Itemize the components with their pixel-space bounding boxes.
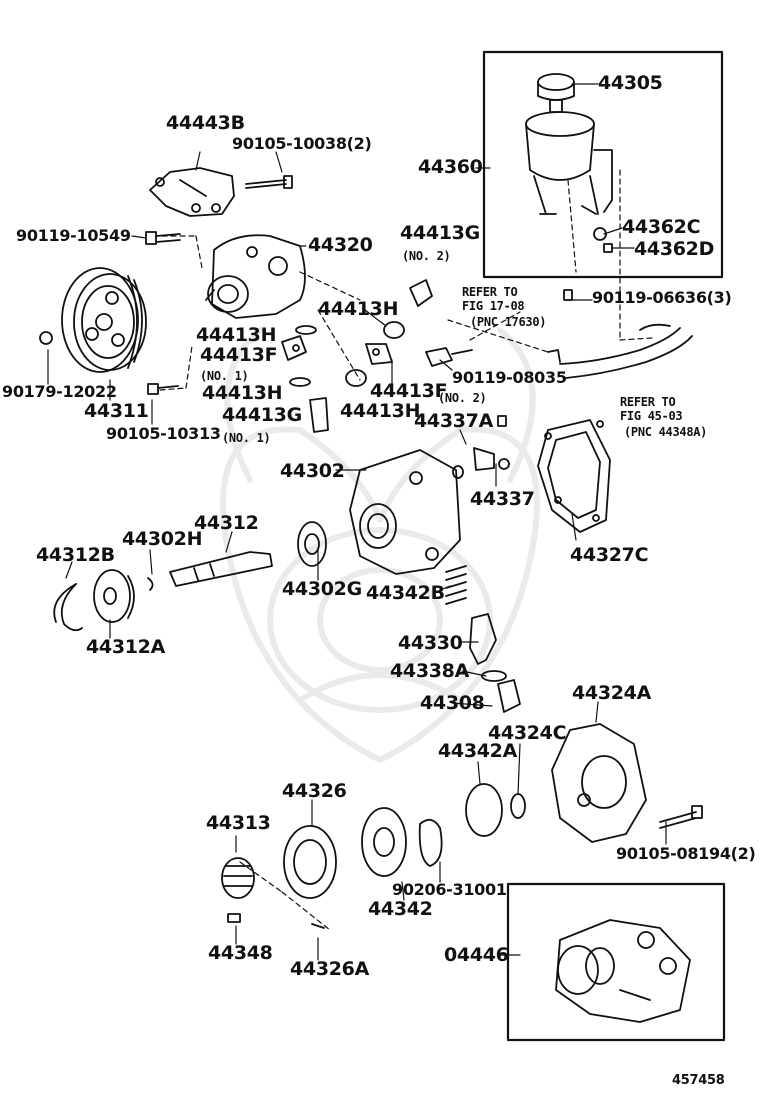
- part-label-44312: 44312: [194, 512, 259, 534]
- part-label-44342B: 44342B: [366, 582, 445, 604]
- part-label-44413H-c: 44413H: [202, 382, 283, 404]
- front-housing-drawing: [349, 449, 461, 575]
- nut-90179-12022-drawing: [39, 331, 53, 345]
- part-label-90105-10038: 90105-10038(2): [232, 134, 372, 153]
- part-label-44338A: 44338A: [390, 660, 470, 682]
- inlet-fitting-drawing: [452, 415, 510, 479]
- part-label-44362C: 44362C: [622, 216, 701, 238]
- part-label-90119-06636: 90119-06636(3): [592, 288, 732, 307]
- shaft-and-bearings-drawing: [53, 521, 327, 632]
- gasket-kit-drawing: [555, 919, 691, 1023]
- plate-44327C-drawing: [537, 419, 611, 533]
- part-label-44312B: 44312B: [36, 544, 115, 566]
- part-label-44337: 44337: [470, 488, 535, 510]
- refer-note-1-line1: REFER TO: [462, 285, 518, 299]
- part-label-44305: 44305: [598, 72, 663, 94]
- reservoir-tank-drawing: [525, 73, 613, 253]
- part-label-44324A: 44324A: [572, 682, 652, 704]
- note-no2-top: (NO. 2): [402, 249, 451, 263]
- part-label-44348: 44348: [208, 942, 273, 964]
- part-label-44337A: 44337A: [414, 410, 494, 432]
- part-label-90206-31001: 90206-31001: [392, 880, 507, 899]
- part-label-44413H-a: 44413H: [318, 298, 399, 320]
- union-fittings-drawing: [281, 279, 473, 433]
- part-label-44342: 44342: [368, 898, 433, 920]
- dashed-assembly-lines: [159, 169, 653, 931]
- refer-note-2-line3: (PNC 44348A): [624, 425, 708, 439]
- refer-note-1-line2: FIG 17-08: [462, 299, 525, 313]
- bolt-90105-10313-drawing: [147, 383, 179, 395]
- part-label-44320: 44320: [308, 234, 373, 256]
- note-no1-a: (NO. 1): [200, 369, 249, 383]
- part-label-04446: 04446: [444, 944, 509, 966]
- part-label-44413H-b: 44413H: [196, 324, 277, 346]
- bolt-90119-10549-drawing: [145, 231, 181, 245]
- part-label-44413F-a: 44413F: [200, 344, 278, 366]
- rear-housing-drawing: [465, 723, 703, 843]
- part-label-44311: 44311: [84, 400, 149, 422]
- part-label-44443B: 44443B: [166, 112, 245, 134]
- part-label-44302: 44302: [280, 460, 345, 482]
- refer-note-2-line1: REFER TO: [620, 395, 676, 409]
- note-no1-b: (NO. 1): [222, 431, 271, 445]
- bracket-drawing: [149, 167, 293, 217]
- note-no2-b: (NO. 2): [438, 391, 487, 405]
- gasket-kit-box: [506, 882, 726, 1042]
- part-label-90119-08035: 90119-08035: [452, 368, 567, 387]
- refer-note-2-line2: FIG 45-03: [620, 409, 683, 423]
- part-label-90105-08194: 90105-08194(2): [616, 844, 756, 863]
- part-label-90119-10549: 90119-10549: [16, 226, 131, 245]
- part-label-44330: 44330: [398, 632, 463, 654]
- part-label-44326: 44326: [282, 780, 347, 802]
- refer-note-1-line3: (PNC 17630): [470, 315, 547, 329]
- pulley-drawing: [61, 267, 147, 373]
- flow-control-valve-drawing: [445, 565, 521, 713]
- pump-assembly-drawing: [205, 234, 306, 319]
- part-label-90105-10313: 90105-10313: [106, 424, 221, 443]
- part-label-44413G-top: 44413G: [400, 222, 480, 244]
- part-label-44312A: 44312A: [86, 636, 166, 658]
- part-label-44342A: 44342A: [438, 740, 518, 762]
- return-hose-drawing: [547, 289, 693, 379]
- part-label-44313: 44313: [206, 812, 271, 834]
- part-label-44327C: 44327C: [570, 544, 649, 566]
- pump-cartridge-drawing: [221, 807, 443, 929]
- part-label-90179-12022: 90179-12022: [2, 382, 117, 401]
- part-label-44324C: 44324C: [488, 722, 567, 744]
- part-label-44360: 44360: [418, 156, 483, 178]
- part-label-44326A: 44326A: [290, 958, 370, 980]
- part-label-44413H-d: 44413H: [340, 400, 421, 422]
- part-label-44308: 44308: [420, 692, 485, 714]
- part-label-44302G: 44302G: [282, 578, 362, 600]
- part-label-44413G-b: 44413G: [222, 404, 302, 426]
- part-label-44413F-b: 44413F: [370, 380, 448, 402]
- part-label-44362D: 44362D: [634, 238, 715, 260]
- reservoir-group-box: [482, 50, 724, 279]
- part-label-44302H: 44302H: [122, 528, 203, 550]
- figure-number: 457458: [672, 1073, 725, 1088]
